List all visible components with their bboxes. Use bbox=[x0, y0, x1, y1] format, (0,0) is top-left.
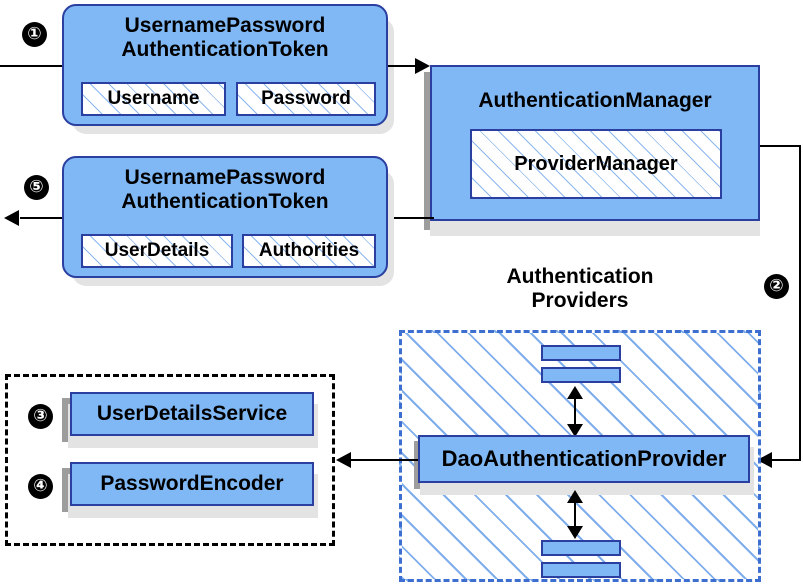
other-provider-top-2[interactable] bbox=[541, 367, 621, 383]
arrow-provider-bottom-up bbox=[567, 490, 583, 503]
authentication-providers-title-line2: Providers bbox=[531, 288, 629, 312]
connector-provider-bottom bbox=[574, 498, 576, 528]
arrow-provider-top-up bbox=[567, 386, 583, 399]
response-token-box[interactable]: UsernamePassword AuthenticationToken Use… bbox=[62, 156, 388, 278]
response-token-field-userdetails-label: UserDetails bbox=[104, 240, 210, 262]
response-token-title-line1: UsernamePassword bbox=[124, 166, 326, 189]
arrow-provider-top-down bbox=[567, 424, 583, 437]
request-token-field-password-label: Password bbox=[261, 88, 351, 110]
response-token-field-userdetails[interactable]: UserDetails bbox=[81, 234, 233, 268]
step-badge-1: ① bbox=[22, 22, 47, 47]
provider-manager-label: ProviderManager bbox=[514, 152, 678, 175]
connector-provider-to-dependencies bbox=[349, 459, 418, 461]
request-token-title-line2: AuthenticationToken bbox=[121, 37, 329, 61]
provider-manager-box[interactable]: ProviderManager bbox=[470, 129, 722, 199]
request-token-title: UsernamePassword AuthenticationToken bbox=[64, 14, 386, 62]
response-token-title: UsernamePassword AuthenticationToken bbox=[64, 166, 386, 214]
connector-provider-top bbox=[574, 394, 576, 426]
arrow-into-dependencies bbox=[336, 452, 351, 468]
connector-token-to-manager bbox=[388, 65, 418, 67]
userdetailsservice-box[interactable]: UserDetailsService bbox=[70, 392, 314, 436]
arrow-into-authentication-manager bbox=[415, 58, 430, 74]
response-token-title-line2: AuthenticationToken bbox=[121, 189, 329, 213]
arrow-step5-outbound bbox=[4, 210, 19, 226]
dao-authentication-provider-label: DaoAuthenticationProvider bbox=[441, 445, 727, 471]
step-badge-3: ③ bbox=[28, 404, 53, 429]
connector-step5-from-manager bbox=[388, 217, 434, 219]
request-token-field-username-label: Username bbox=[107, 88, 200, 110]
request-token-box[interactable]: UsernamePassword AuthenticationToken Use… bbox=[62, 4, 388, 126]
dao-authentication-provider-box[interactable]: DaoAuthenticationProvider bbox=[418, 435, 750, 483]
request-token-title-line1: UsernamePassword bbox=[124, 14, 326, 37]
response-token-field-authorities[interactable]: Authorities bbox=[242, 234, 376, 268]
arrow-provider-bottom-down bbox=[567, 526, 583, 539]
authentication-providers-title-line1: Authentication bbox=[506, 265, 654, 288]
authentication-providers-title: Authentication Providers bbox=[480, 265, 680, 312]
connector-step1-inbound bbox=[0, 65, 64, 67]
connector-step5-outbound bbox=[20, 217, 68, 219]
connector-step2-top bbox=[760, 145, 801, 147]
request-token-field-password[interactable]: Password bbox=[236, 82, 376, 116]
step-badge-5: ⑤ bbox=[24, 175, 49, 200]
connector-step2-right bbox=[799, 145, 801, 460]
authentication-manager-box[interactable]: AuthenticationManager ProviderManager bbox=[430, 65, 760, 221]
passwordencoder-label: PasswordEncoder bbox=[100, 472, 284, 496]
request-token-field-username[interactable]: Username bbox=[81, 82, 226, 116]
step-badge-2: ② bbox=[764, 274, 789, 299]
other-provider-bottom-1[interactable] bbox=[541, 540, 621, 556]
other-provider-top-1[interactable] bbox=[541, 345, 621, 361]
connector-step2-bottom bbox=[770, 459, 801, 461]
response-token-field-authorities-label: Authorities bbox=[258, 240, 360, 262]
passwordencoder-box[interactable]: PasswordEncoder bbox=[70, 462, 314, 506]
userdetailsservice-label: UserDetailsService bbox=[96, 402, 288, 426]
step-badge-4: ④ bbox=[28, 474, 53, 499]
dependencies-container bbox=[5, 374, 335, 546]
authentication-manager-label: AuthenticationManager bbox=[478, 89, 712, 112]
other-provider-bottom-2[interactable] bbox=[541, 562, 621, 578]
